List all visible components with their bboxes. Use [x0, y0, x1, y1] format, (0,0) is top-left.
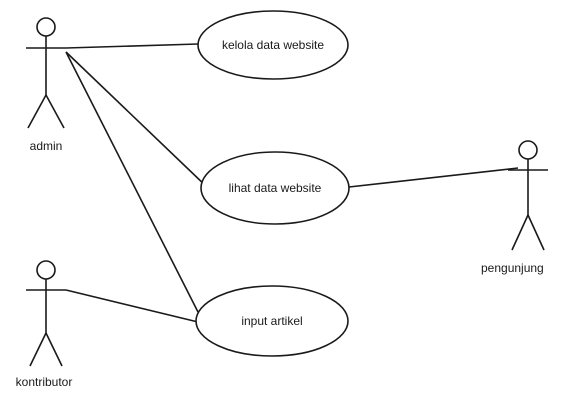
usecase-input-artikel[interactable]: input artikel — [195, 285, 349, 357]
association-admin-input — [65, 51, 199, 313]
actor-admin-left-leg — [27, 94, 47, 129]
association-admin-kelola — [65, 43, 199, 49]
usecase-lihat-ellipse — [200, 151, 350, 225]
actor-pengunjung-right-leg — [527, 214, 545, 251]
association-admin-lihat — [65, 51, 209, 189]
actor-kontributor-right-leg — [45, 332, 63, 367]
actor-pengunjung-label: pengunjung — [481, 261, 544, 275]
associations — [65, 43, 519, 323]
usecase-kelola-ellipse — [197, 10, 349, 80]
association-pengunjung-lihat — [348, 167, 519, 188]
actor-kontributor-left-leg — [29, 332, 47, 367]
actor-pengunjung-head — [518, 140, 538, 160]
usecase-lihat-label: lihat data website — [229, 181, 322, 195]
actor-admin-right-leg — [45, 94, 65, 129]
actor-kontributor-head — [36, 260, 56, 280]
usecase-input-label: input artikel — [241, 314, 302, 328]
actor-pengunjung[interactable]: pengunjung — [481, 140, 548, 275]
association-kontributor-input — [65, 289, 199, 323]
actor-admin-head — [36, 17, 56, 37]
actor-pengunjung-left-leg — [511, 214, 529, 251]
usecase-lihat-data-website[interactable]: lihat data website — [200, 151, 350, 225]
usecase-kelola-label: kelola data website — [222, 38, 324, 52]
usecase-input-ellipse — [195, 285, 349, 357]
actor-kontributor-label: kontributor — [16, 375, 73, 389]
actor-admin-label: admin — [30, 139, 63, 153]
actor-admin[interactable]: admin — [26, 17, 66, 153]
usecase-kelola-data-website[interactable]: kelola data website — [197, 10, 349, 80]
actor-kontributor[interactable]: kontributor — [16, 260, 73, 389]
